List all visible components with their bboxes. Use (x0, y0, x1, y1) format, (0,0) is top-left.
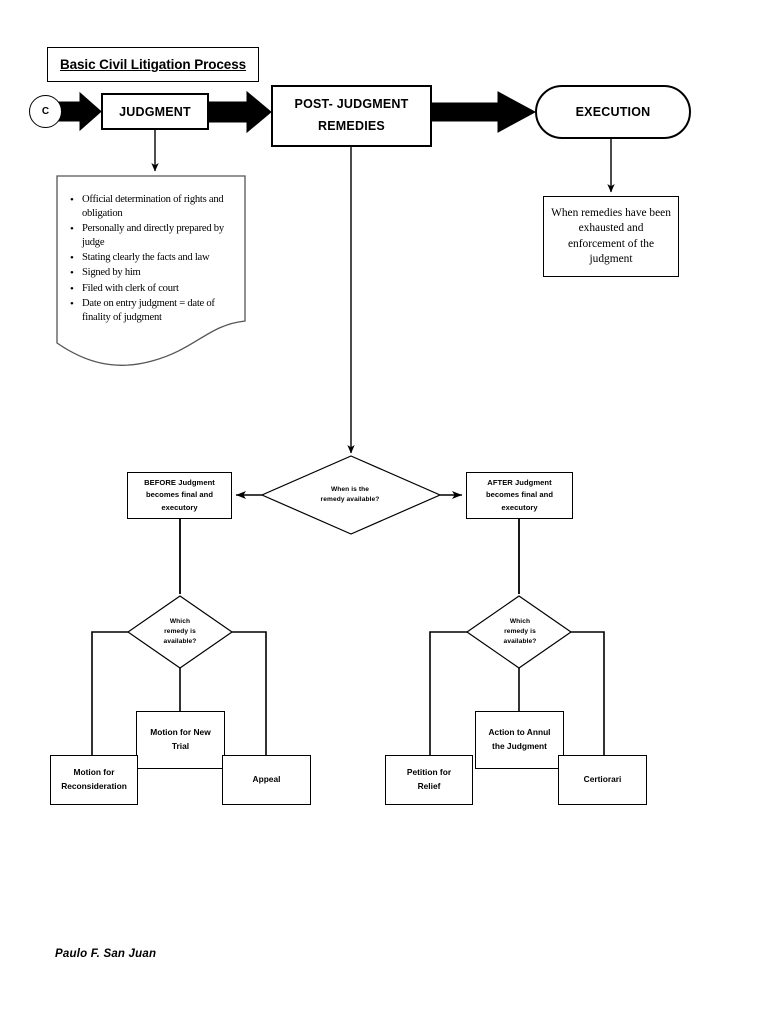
author-signature: Paulo F. San Juan (55, 948, 157, 960)
execution-note-text: When remedies have been exhausted and en… (551, 207, 671, 265)
node-before-line1: BEFORE Judgment (144, 478, 215, 488)
list-item: Date on entry judgment = date of finalit… (70, 297, 236, 325)
node-before-line3: executory (161, 502, 198, 512)
page-title-box: Basic Civil Litigation Process (47, 47, 259, 82)
node-certiorari: Certiorari (558, 755, 647, 805)
node-mnt-line2: Trial (171, 741, 190, 751)
node-appeal: Appeal (222, 755, 311, 805)
judgment-details-list: Official determination of rights and obl… (56, 175, 246, 324)
list-item: Stating clearly the facts and law (70, 251, 236, 265)
connector-which-right-to-petition (429, 631, 467, 757)
node-annul-line2: the Judgment (492, 741, 547, 751)
node-action-to-annul-text: Action to Annul the Judgment (484, 726, 554, 754)
block-arrow-judgment-to-post-judgment (208, 90, 272, 134)
node-mr-line1: Motion for (73, 767, 115, 778)
node-mr-line2: Reconsideration (61, 781, 127, 791)
execution-note-box: When remedies have been exhausted and en… (543, 196, 679, 277)
start-connector-circle: C (29, 95, 62, 128)
block-arrow-post-judgment-to-execution (431, 91, 537, 133)
node-post-judgment-remedies: POST- JUDGMENT REMEDIES (271, 85, 432, 147)
node-post-judgment-line1: POST- JUDGMENT (294, 97, 409, 112)
node-relief-line1: Petition for (406, 767, 452, 778)
connector-which-left-to-appeal (232, 631, 267, 757)
node-petition-for-relief-text: Petition for Relief (403, 766, 455, 794)
decision-which-remedy-left (126, 595, 234, 669)
node-post-judgment-line2: REMEDIES (318, 119, 385, 133)
node-before-text: BEFORE Judgment becomes final and execut… (141, 477, 218, 513)
node-before-line2: becomes final and (145, 490, 214, 500)
node-action-to-annul-judgment: Action to Annul the Judgment (475, 711, 564, 769)
node-certiorari-text: Certiorari (583, 774, 622, 785)
node-execution: EXECUTION (535, 85, 691, 139)
node-after-judgment-final: AFTER Judgment becomes final and executo… (466, 472, 573, 519)
node-after-line3: executory (501, 502, 538, 512)
list-item: Filed with clerk of court (70, 282, 236, 296)
node-after-text: AFTER Judgment becomes final and executo… (483, 477, 556, 513)
node-before-judgment-final: BEFORE Judgment becomes final and execut… (127, 472, 232, 519)
node-mnt-line1: Motion for New (150, 727, 211, 738)
node-motion-for-reconsideration-text: Motion for Reconsideration (57, 766, 131, 794)
judgment-details-document: Official determination of rights and obl… (56, 175, 246, 375)
node-petition-for-relief: Petition for Relief (385, 755, 473, 805)
node-motion-for-new-trial-text: Motion for New Trial (146, 726, 214, 754)
page-title: Basic Civil Litigation Process (59, 57, 247, 72)
node-judgment: JUDGMENT (101, 93, 209, 130)
node-after-line2: becomes final and (485, 490, 554, 500)
list-item: Signed by him (70, 266, 236, 280)
list-item: Personally and directly prepared by judg… (70, 222, 236, 250)
node-motion-for-reconsideration: Motion for Reconsideration (50, 755, 138, 805)
start-connector-label: C (41, 106, 50, 117)
connector-which-right-to-certiorari (571, 631, 605, 757)
node-relief-line2: Relief (417, 781, 441, 791)
node-execution-label: EXECUTION (575, 105, 651, 119)
node-annul-line1: Action to Annul (488, 727, 551, 738)
node-motion-for-new-trial: Motion for New Trial (136, 711, 225, 769)
connector-which-left-to-reconsideration (91, 631, 128, 757)
node-after-line1: AFTER Judgment (487, 478, 552, 488)
list-item: Official determination of rights and obl… (70, 193, 236, 221)
node-appeal-text: Appeal (252, 774, 281, 785)
node-judgment-label: JUDGMENT (119, 104, 191, 119)
decision-which-remedy-right (465, 595, 573, 669)
decision-when-remedy-available (260, 455, 442, 535)
block-arrow-start-to-judgment (56, 91, 102, 132)
